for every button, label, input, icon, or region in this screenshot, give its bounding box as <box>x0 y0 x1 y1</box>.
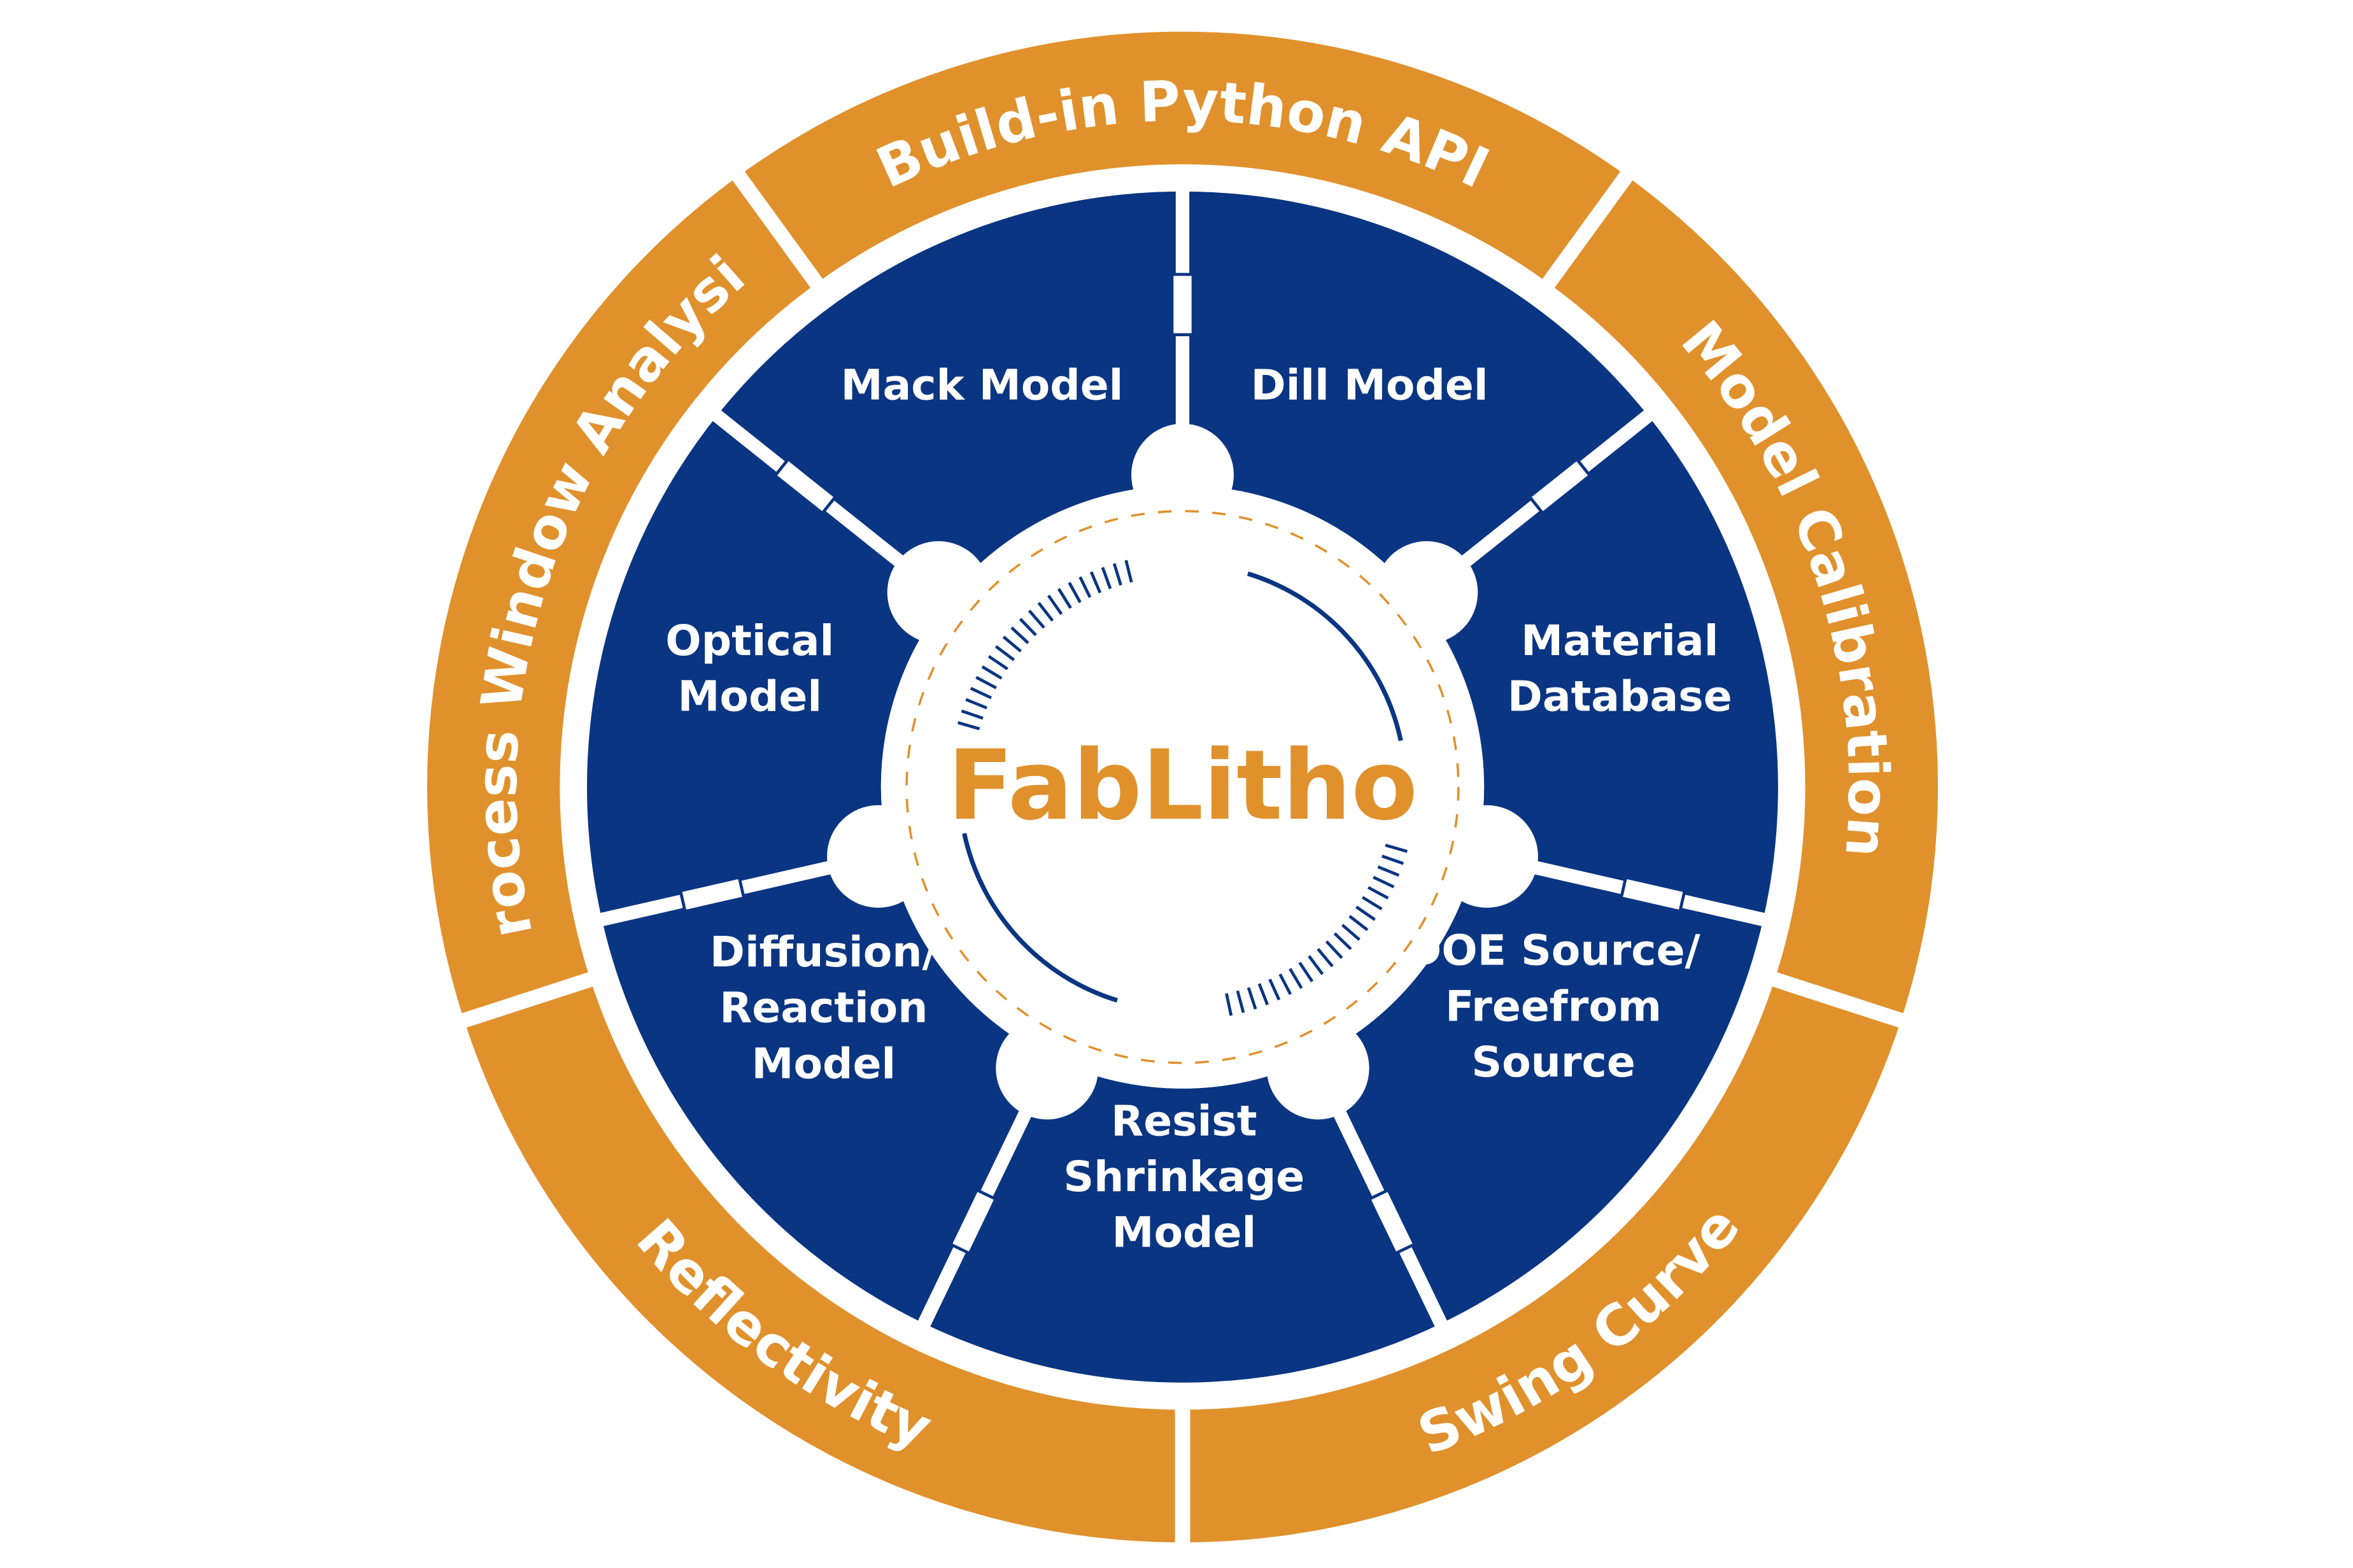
tick-mark <box>1278 973 1292 995</box>
tick-mark <box>1325 940 1343 959</box>
inner-segment-label: Source <box>1471 1037 1635 1087</box>
connector-icon <box>773 456 838 516</box>
inner-segment-shape <box>587 415 947 920</box>
tick-mark <box>1317 948 1334 968</box>
inner-segment-label: Resist <box>1111 1096 1257 1145</box>
inner-segment-shape <box>1313 854 1763 1324</box>
inner-segment-label: Shrinkage <box>1063 1152 1304 1201</box>
arc-line <box>962 833 1119 1003</box>
outer-segment-shape <box>1175 967 1918 1558</box>
tick-mark <box>1268 978 1281 1001</box>
tick-mark <box>1101 567 1112 590</box>
tick-mark <box>1381 854 1404 865</box>
inner-segment-label: Database <box>1508 672 1732 721</box>
tick-mark <box>1124 560 1133 583</box>
inner-segment-label: Freefrom <box>1445 981 1662 1031</box>
tick-mark <box>1348 915 1369 931</box>
connector-icon <box>949 1188 998 1256</box>
tick-mark <box>970 686 992 700</box>
connector-icon <box>678 875 746 914</box>
tick-mark <box>981 665 1003 680</box>
center-title: FabLitho <box>947 729 1417 842</box>
tick-mark <box>1057 588 1072 609</box>
tick-mark <box>1341 924 1360 941</box>
tick-mark <box>957 721 980 731</box>
inner-segment-label: Model <box>751 1038 896 1088</box>
dashed-circle <box>905 510 1460 1064</box>
connector-icon <box>1527 456 1592 516</box>
tick-mark <box>1247 987 1257 1010</box>
outer-segment-shape <box>723 17 1642 300</box>
tick-mark <box>1377 865 1400 877</box>
tick-mark <box>965 698 987 710</box>
tick-mark <box>1225 993 1233 1016</box>
center-hole <box>880 485 1485 1089</box>
tick-mark <box>1089 571 1102 593</box>
tick-mark <box>1047 595 1063 615</box>
tick-mark <box>975 675 997 689</box>
tick-mark <box>1367 886 1389 900</box>
inner-segment-shape <box>602 854 1052 1324</box>
outer-segment-shape <box>447 967 1191 1558</box>
tick-mark <box>1298 961 1314 982</box>
inner-segment-label: Diffusion/ <box>710 927 938 977</box>
arc-line <box>1247 571 1403 742</box>
tick-mark <box>1019 618 1037 637</box>
inner-segment-shape <box>924 1058 1441 1383</box>
inner-segment-label: Model <box>677 672 822 721</box>
tick-mark <box>1361 896 1383 911</box>
inner-segment-label: DOE Source/ <box>1406 926 1700 975</box>
tick-mark <box>1078 576 1092 598</box>
tick-mark <box>1289 968 1303 989</box>
connector-icon <box>1367 1188 1417 1256</box>
tick-mark <box>994 645 1015 661</box>
connector-icon <box>1619 875 1687 914</box>
tick-mark <box>1333 932 1352 950</box>
outer-segment-shape <box>1533 159 1953 1033</box>
inner-segment-label: Mack Model <box>841 360 1124 410</box>
tick-mark <box>1037 602 1054 622</box>
connector-icon <box>1170 272 1195 337</box>
inner-segment-label: Model <box>1112 1208 1257 1257</box>
outer-segment-shape <box>412 159 832 1033</box>
inner-segment-label: Material <box>1521 616 1718 665</box>
outer-segment: Build-in Python API <box>723 17 1642 300</box>
tick-mark <box>987 655 1008 670</box>
inner-segment-label: Optical <box>665 616 834 665</box>
tick-mark <box>1112 563 1122 586</box>
tick-mark <box>1068 582 1082 604</box>
inner-segment-label: Dill Model <box>1251 360 1488 410</box>
inner-segment-label: Reaction <box>719 983 928 1033</box>
tick-mark <box>1308 955 1324 975</box>
tick-mark <box>1010 626 1029 644</box>
inner-segment-shape <box>1418 415 1778 920</box>
tick-mark <box>1028 609 1045 629</box>
tick-mark <box>1355 905 1376 921</box>
tick-mark <box>961 709 984 720</box>
tick-mark <box>1257 983 1269 1006</box>
tick-mark <box>1373 875 1395 889</box>
tick-mark <box>1002 635 1022 653</box>
tick-mark <box>1385 844 1408 853</box>
tick-mark <box>1236 990 1245 1014</box>
center-decoration <box>905 510 1460 1064</box>
